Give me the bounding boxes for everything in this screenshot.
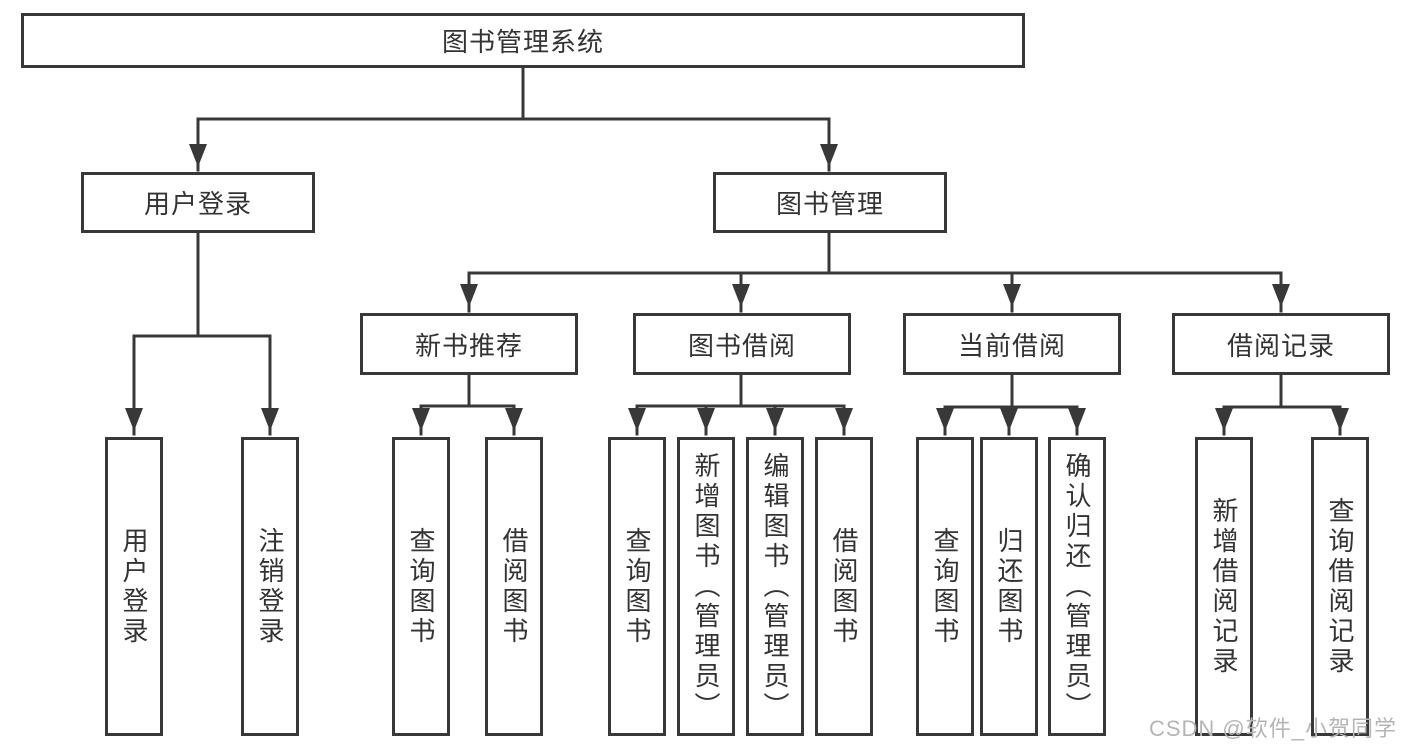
leaf-query-books-recommend: 查询图书	[392, 437, 450, 736]
node-user-login: 用户登录	[81, 172, 315, 233]
leaf-label: 查询借阅记录	[1325, 496, 1355, 677]
arrow-down-icon	[261, 408, 279, 431]
leaf-label: 借阅图书	[829, 526, 859, 647]
connector-borrowing-records-branch	[1222, 373, 1342, 436]
node-library-management-system: 图书管理系统	[21, 13, 1025, 68]
leaf-logout: 注销登录	[241, 437, 299, 736]
leaf-label: 注销登录	[255, 526, 285, 647]
leaf-label: 用户登录	[119, 526, 149, 647]
arrow-down-icon	[412, 408, 430, 431]
leaf-label: 编辑图书（管理员）	[760, 451, 790, 722]
node-book-management: 图书管理	[713, 172, 947, 233]
arrow-down-icon	[1272, 284, 1290, 307]
connector-root-branch	[196, 66, 831, 172]
leaf-label: 查询图书	[406, 526, 436, 647]
leaf-label: 借阅图书	[499, 526, 529, 647]
node-book-borrowing: 图书借阅	[633, 313, 851, 375]
arrow-down-icon	[1331, 408, 1349, 431]
node-borrowing-records: 借阅记录	[1172, 313, 1390, 375]
leaf-query-borrow-record: 查询借阅记录	[1311, 437, 1369, 736]
leaf-add-book-admin: 新增图书（管理员）	[677, 437, 735, 736]
arrow-down-icon	[766, 408, 784, 431]
leaf-borrow-books-borrowing: 借阅图书	[815, 437, 873, 736]
arrow-down-icon	[820, 144, 838, 167]
arrow-down-icon	[189, 144, 207, 167]
arrowheads	[125, 144, 1349, 431]
connector-user-login-branch	[132, 231, 272, 436]
csdn-watermark: CSDN @软件_小贺同学	[1148, 716, 1397, 741]
leaf-label: 查询图书	[930, 526, 960, 647]
arrow-down-icon	[1215, 408, 1233, 431]
arrow-down-icon	[628, 408, 646, 431]
arrow-down-icon	[1000, 408, 1018, 431]
node-new-book-recommendation: 新书推荐	[360, 313, 578, 375]
leaf-label: 新增借阅记录	[1209, 496, 1239, 677]
connector-new-book-branch	[419, 373, 516, 436]
leaf-return-books: 归还图书	[980, 437, 1038, 736]
arrow-down-icon	[460, 284, 478, 307]
connector-book-borrowing-branch	[635, 373, 846, 436]
arrow-down-icon	[835, 408, 853, 431]
arrow-down-icon	[1003, 284, 1021, 307]
arrow-down-icon	[732, 284, 750, 307]
leaf-label: 查询图书	[622, 526, 652, 647]
arrow-down-icon	[1068, 408, 1086, 431]
arrow-down-icon	[125, 408, 143, 431]
arrow-down-icon	[505, 408, 523, 431]
leaf-query-books-current: 查询图书	[916, 437, 974, 736]
leaf-user-login: 用户登录	[105, 437, 163, 736]
leaf-confirm-return-admin: 确认归还（管理员）	[1048, 437, 1106, 736]
leaf-label: 归还图书	[994, 526, 1024, 647]
leaf-label: 确认归还（管理员）	[1062, 451, 1092, 722]
arrow-down-icon	[697, 408, 715, 431]
arrow-down-icon	[936, 408, 954, 431]
leaf-add-borrow-record: 新增借阅记录	[1195, 437, 1253, 736]
connector-book-management-branch	[467, 231, 1283, 313]
leaf-query-books-borrowing: 查询图书	[608, 437, 666, 736]
leaf-edit-book-admin: 编辑图书（管理员）	[746, 437, 804, 736]
leaf-label: 新增图书（管理员）	[691, 451, 721, 722]
node-current-borrowing: 当前借阅	[903, 313, 1121, 375]
leaf-borrow-books-recommend: 借阅图书	[485, 437, 543, 736]
